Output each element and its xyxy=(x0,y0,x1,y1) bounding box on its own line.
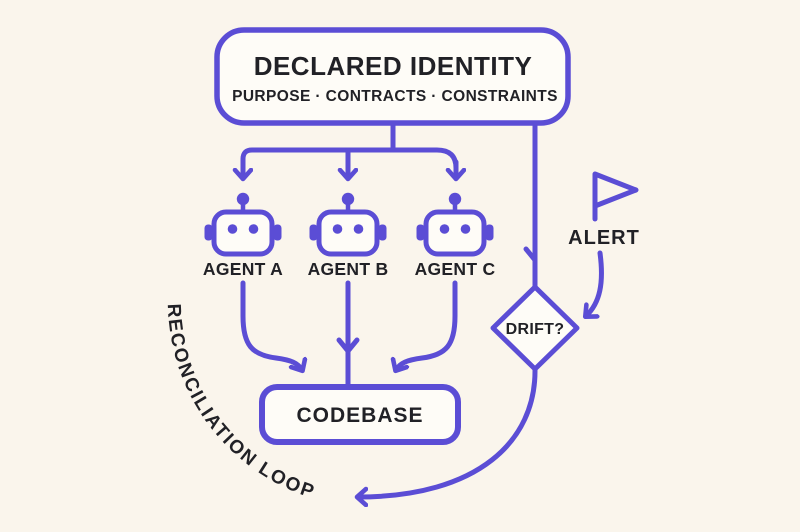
agents-distribution-bar xyxy=(240,147,459,171)
agent-c-label: AGENT C xyxy=(415,259,496,279)
robot-icon xyxy=(309,192,387,257)
agent-c-node: AGENT C xyxy=(415,192,496,279)
alert-node: ALERT xyxy=(568,171,640,249)
agent-a-node: AGENT A xyxy=(203,192,283,279)
agent-c-to-codebase-arrow xyxy=(396,280,458,370)
drift-label: DRIFT? xyxy=(506,321,565,338)
agent-a-to-codebase-arrow xyxy=(240,280,302,370)
codebase-label: CODEBASE xyxy=(296,404,423,427)
flow-connectors xyxy=(240,120,604,497)
codebase-box xyxy=(259,384,461,445)
alert-label: ALERT xyxy=(568,227,640,249)
declared-identity-node: DECLARED IDENTITY PURPOSE · CONTRACTS · … xyxy=(214,27,571,126)
drift-diamond xyxy=(490,284,580,372)
declared-identity-title: DECLARED IDENTITY xyxy=(254,51,533,81)
agent-b-label: AGENT B xyxy=(308,259,389,279)
alert-to-drift-arrow xyxy=(586,250,604,316)
agent-a-label: AGENT A xyxy=(203,259,283,279)
drift-decision-node: DRIFT? xyxy=(490,284,580,372)
declared-identity-box xyxy=(214,27,571,126)
agent-b-node: AGENT B xyxy=(308,192,389,279)
declared-identity-subtitle: PURPOSE · CONTRACTS · CONSTRAINTS xyxy=(232,88,558,105)
robot-icon xyxy=(416,192,494,257)
agent-b-arrowhead xyxy=(336,337,360,354)
reconciliation-loop-arrow xyxy=(358,366,538,497)
codebase-node: CODEBASE xyxy=(259,384,461,445)
robot-icon xyxy=(204,192,282,257)
flag-icon xyxy=(592,171,639,222)
drift-stem-barb xyxy=(523,246,538,263)
